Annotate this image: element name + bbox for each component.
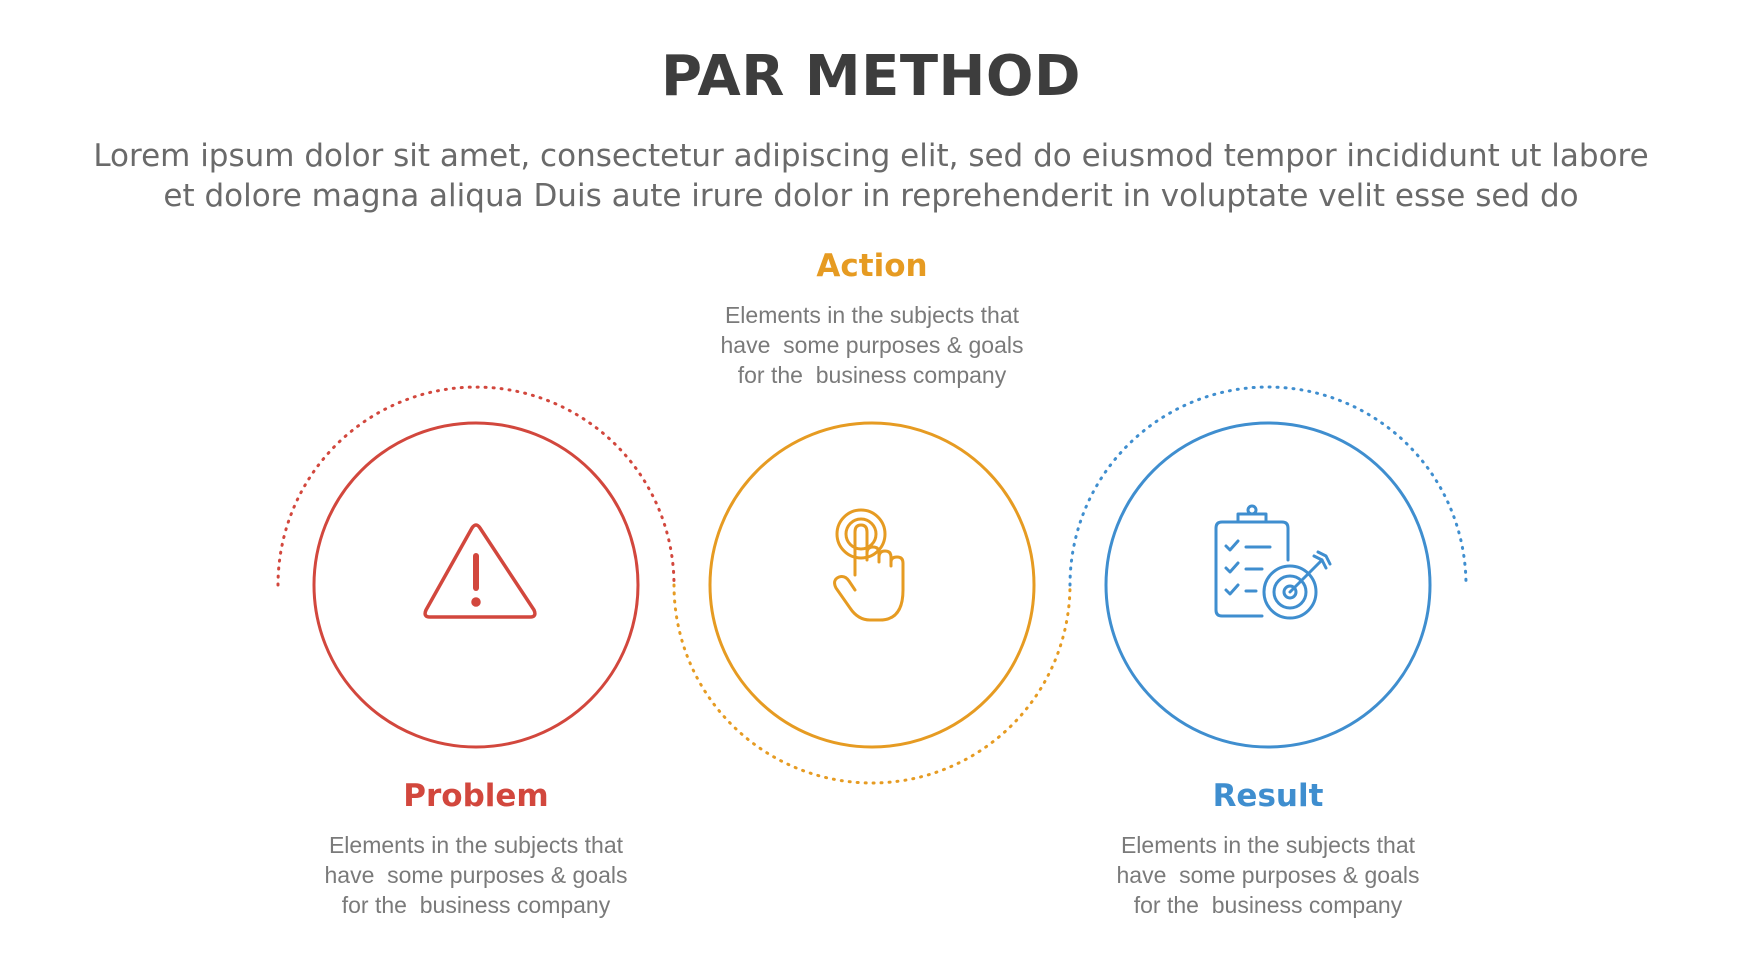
problem-dotted-arc xyxy=(276,385,676,587)
action-label: Action xyxy=(672,248,1072,284)
result-desc-line-3: for the business company xyxy=(1133,892,1403,918)
result-desc-line-2: have some purposes & goals xyxy=(1116,862,1420,888)
result-label: Result xyxy=(1068,778,1468,814)
page-title: PAR METHOD xyxy=(661,44,1081,109)
problem-label-text: Problem xyxy=(403,778,549,814)
action-label-text: Action xyxy=(816,248,928,284)
problem-desc-line-3: for the business company xyxy=(341,892,611,918)
action-desc-line-1: Elements in the subjects that xyxy=(724,302,1020,328)
action-desc-line-3: for the business company xyxy=(737,362,1007,388)
tap-hand-icon xyxy=(833,508,905,622)
subtitle-line-1: Lorem ipsum dolor sit amet, consectetur … xyxy=(93,138,1649,174)
action-description: Elements in the subjects that have some … xyxy=(672,300,1072,390)
action-circle xyxy=(708,421,1036,749)
page-subtitle: Lorem ipsum dolor sit amet, consectetur … xyxy=(60,136,1682,216)
subtitle-line-2: et dolore magna aliqua Duis aute irure d… xyxy=(163,178,1579,214)
problem-label: Problem xyxy=(276,778,676,814)
problem-circle xyxy=(312,421,640,749)
problem-desc-line-1: Elements in the subjects that xyxy=(328,832,624,858)
result-circle xyxy=(1104,421,1432,749)
result-label-text: Result xyxy=(1212,778,1324,814)
action-desc-line-2: have some purposes & goals xyxy=(720,332,1024,358)
clipboard-target-icon xyxy=(1214,504,1332,620)
problem-desc-line-2: have some purposes & goals xyxy=(324,862,628,888)
action-dotted-arc xyxy=(672,583,1072,785)
warning-icon xyxy=(423,523,537,619)
result-desc-line-1: Elements in the subjects that xyxy=(1120,832,1416,858)
result-dotted-arc xyxy=(1068,385,1468,587)
problem-description: Elements in the subjects that have some … xyxy=(276,830,676,920)
result-description: Elements in the subjects that have some … xyxy=(1068,830,1468,920)
